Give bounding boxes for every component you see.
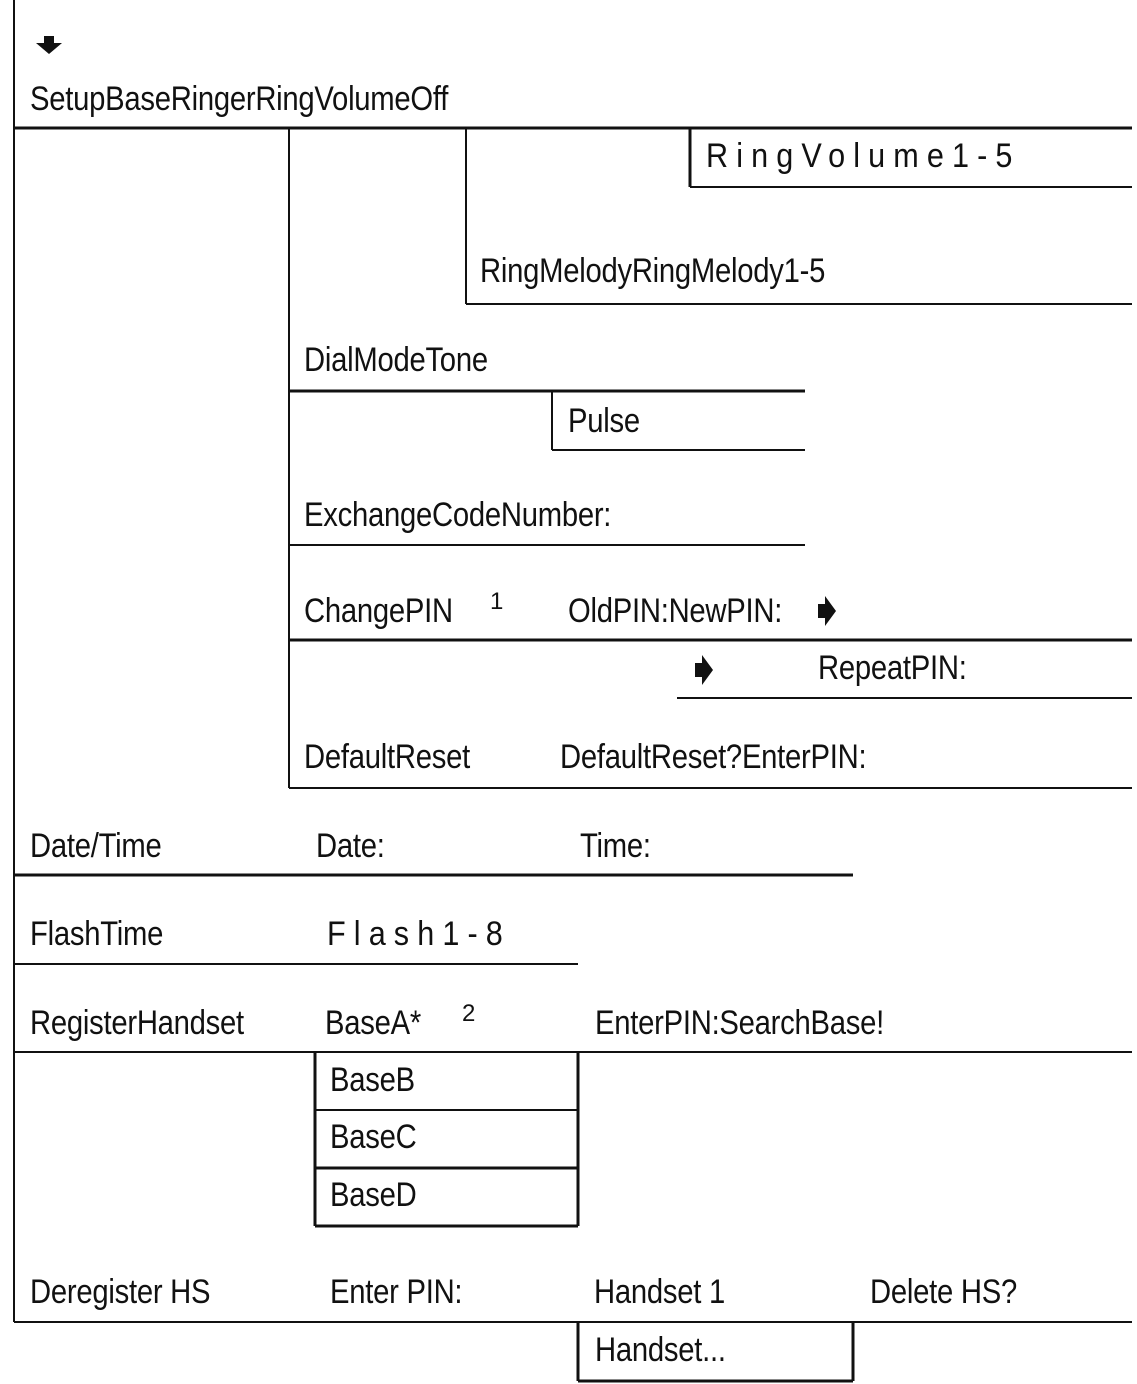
menu-item-base-a[interactable]: BaseA* [325,1004,421,1042]
old-new-pin-prompt: OldPIN:NewPIN: [568,592,783,630]
enter-pin-prompt: Enter PIN: [330,1273,463,1311]
arrow-down-icon [36,36,62,54]
menu-item-register-handset[interactable]: RegisterHandset [30,1004,244,1042]
menu-item-handset-1[interactable]: Handset 1 [594,1273,725,1311]
footnote-marker: 2 [462,1000,476,1027]
menu-item-ring-melody[interactable]: RingMelodyRingMelody1-5 [480,252,826,290]
repeat-pin-prompt: RepeatPIN: [818,649,967,687]
arrow-right-icon [818,596,836,626]
menu-item-ring-volume[interactable]: RingVolume1-5 [706,137,1021,175]
footnote-marker: 1 [490,588,504,615]
time-prompt: Time: [580,827,651,865]
menu-item-date-time[interactable]: Date/Time [30,827,162,865]
default-reset-prompt: DefaultReset?EnterPIN: [560,738,867,776]
menu-item-change-pin[interactable]: ChangePIN [304,592,453,630]
menu-item-base-d[interactable]: BaseD [330,1176,417,1214]
menu-item-deregister-hs[interactable]: Deregister HS [30,1273,211,1311]
menu-item-base-b[interactable]: BaseB [330,1061,415,1099]
menu-item-base-c[interactable]: BaseC [330,1118,417,1156]
menu-item-handset-more[interactable]: Handset... [595,1331,726,1369]
menu-item-dial-mode[interactable]: DialModeTone [304,341,488,379]
date-prompt: Date: [316,827,385,865]
menu-item-exchange-code[interactable]: ExchangeCodeNumber: [304,496,612,534]
menu-item-default-reset[interactable]: DefaultReset [304,738,470,776]
menu-item-pulse[interactable]: Pulse [568,402,640,440]
menu-item-setup[interactable]: SetupBaseRingerRingVolumeOff [30,80,449,118]
arrow-right-icon [695,655,713,685]
search-base-prompt: EnterPIN:SearchBase! [595,1004,885,1042]
delete-hs-prompt: Delete HS? [870,1273,1017,1311]
flash-values[interactable]: Flash1-8 [327,915,511,953]
menu-item-flash-time[interactable]: FlashTime [30,915,164,953]
